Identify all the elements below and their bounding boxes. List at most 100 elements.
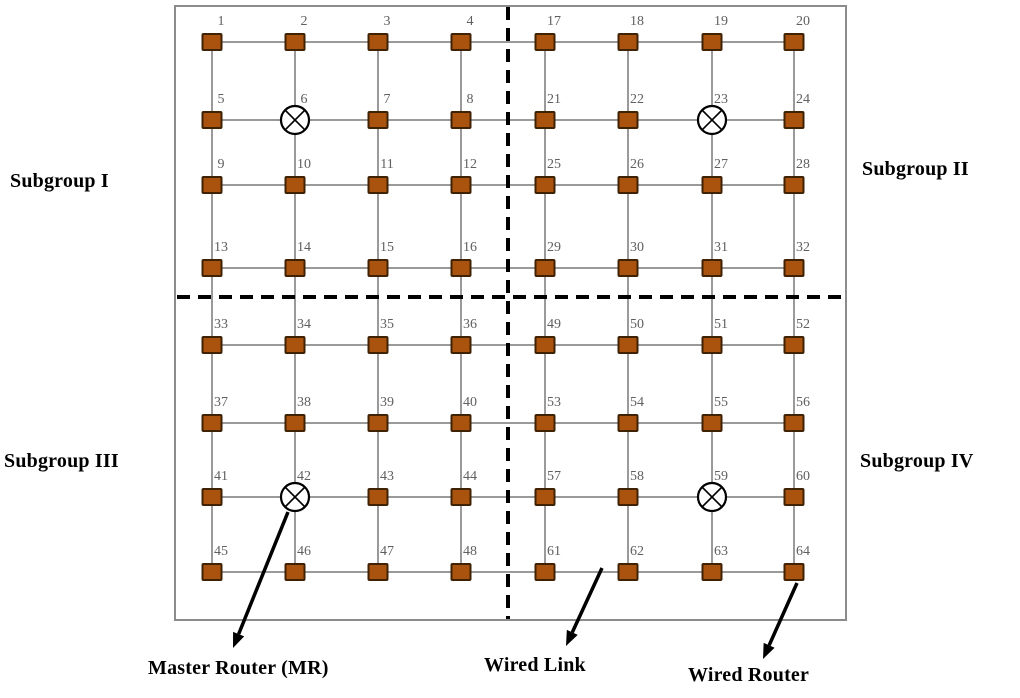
wired-router-node-43: 43 xyxy=(367,469,394,506)
wired-router-node-30: 30 xyxy=(617,240,644,277)
node-number: 39 xyxy=(380,395,394,410)
wired-router-node-62: 62 xyxy=(617,544,644,581)
node-number: 8 xyxy=(467,92,474,107)
outer-boundary xyxy=(174,5,847,621)
wired-router-node-56: 56 xyxy=(783,395,810,432)
node-number: 61 xyxy=(547,544,561,559)
node-number: 49 xyxy=(547,317,561,332)
node-number: 60 xyxy=(796,469,810,484)
wired-router-node-36: 36 xyxy=(450,317,477,354)
wired-router-node-34: 34 xyxy=(284,317,311,354)
node-number: 62 xyxy=(630,544,644,559)
wired-router-node-13: 13 xyxy=(201,240,228,277)
node-number: 27 xyxy=(714,157,728,172)
node-number: 51 xyxy=(714,317,728,332)
wired-router-node-57: 57 xyxy=(534,469,561,506)
wired-router-node-15: 15 xyxy=(367,240,394,277)
wired-router-node-19: 19 xyxy=(701,14,728,51)
wired-router-node-63: 63 xyxy=(701,544,728,581)
wired-router-node-4: 4 xyxy=(450,14,474,51)
wired-router-node-28: 28 xyxy=(783,157,810,194)
wired-router-node-64: 64 xyxy=(783,544,810,581)
wired-router-node-18: 18 xyxy=(617,14,644,51)
node-number: 43 xyxy=(380,469,394,484)
wired-router-node-31: 31 xyxy=(701,240,728,277)
wired-router-node-27: 27 xyxy=(701,157,728,194)
master-router-arrow xyxy=(233,511,290,648)
wired-router-node-11: 11 xyxy=(367,157,394,194)
wired-router-node-3: 3 xyxy=(367,14,391,51)
node-number: 36 xyxy=(463,317,477,332)
node-number: 63 xyxy=(714,544,728,559)
node-number: 10 xyxy=(297,157,311,172)
wired-router-node-33: 33 xyxy=(201,317,228,354)
wired-router-arrow xyxy=(763,582,799,659)
node-number: 5 xyxy=(218,92,225,107)
wired-router-node-25: 25 xyxy=(534,157,561,194)
node-number: 54 xyxy=(630,395,644,410)
wired-router-node-22: 22 xyxy=(617,92,644,129)
wired-router-node-37: 37 xyxy=(201,395,228,432)
node-number: 57 xyxy=(547,469,561,484)
node-number: 41 xyxy=(214,469,228,484)
wired-link-arrow xyxy=(566,567,604,646)
node-number: 35 xyxy=(380,317,394,332)
legend-wired-router-label: Wired Router xyxy=(688,664,810,686)
wired-router-node-49: 49 xyxy=(534,317,561,354)
wired-router-node-39: 39 xyxy=(367,395,394,432)
master-router-node-59: 59 xyxy=(696,469,728,513)
node-number: 37 xyxy=(214,395,228,410)
node-number: 40 xyxy=(463,395,477,410)
wired-router-node-2: 2 xyxy=(284,14,308,51)
node-number: 32 xyxy=(796,240,810,255)
node-number: 18 xyxy=(630,14,644,29)
subgroup-i-label: Subgroup I xyxy=(10,170,109,192)
node-number: 3 xyxy=(384,14,391,29)
wired-router-node-55: 55 xyxy=(701,395,728,432)
node-number: 55 xyxy=(714,395,728,410)
subgroup-ii-label: Subgroup II xyxy=(862,158,969,180)
legend-wired-link-label: Wired Link xyxy=(484,654,586,676)
master-router-node-23: 23 xyxy=(696,92,728,136)
master-router-node-6: 6 xyxy=(279,92,311,136)
node-number: 24 xyxy=(796,92,810,107)
node-number: 14 xyxy=(297,240,311,255)
node-number: 42 xyxy=(297,469,311,484)
subgroup-iv-label: Subgroup IV xyxy=(860,450,974,472)
wired-router-node-60: 60 xyxy=(783,469,810,506)
wired-router-node-53: 53 xyxy=(534,395,561,432)
node-number: 31 xyxy=(714,240,728,255)
wired-router-node-50: 50 xyxy=(617,317,644,354)
wired-router-node-7: 7 xyxy=(367,92,391,129)
wired-router-node-54: 54 xyxy=(617,395,644,432)
node-number: 25 xyxy=(547,157,561,172)
wired-router-node-44: 44 xyxy=(450,469,477,506)
wired-router-node-9: 9 xyxy=(201,157,225,194)
node-number: 50 xyxy=(630,317,644,332)
node-number: 33 xyxy=(214,317,228,332)
node-number: 52 xyxy=(796,317,810,332)
wired-router-node-14: 14 xyxy=(284,240,311,277)
wired-router-node-45: 45 xyxy=(201,544,228,581)
wired-router-node-47: 47 xyxy=(367,544,394,581)
node-number: 38 xyxy=(297,395,311,410)
wired-router-node-52: 52 xyxy=(783,317,810,354)
wired-router-node-26: 26 xyxy=(617,157,644,194)
wired-router-node-21: 21 xyxy=(534,92,561,129)
wired-router-node-38: 38 xyxy=(284,395,311,432)
wired-router-node-17: 17 xyxy=(534,14,561,51)
wired-router-node-24: 24 xyxy=(783,92,810,129)
node-number: 45 xyxy=(214,544,228,559)
wired-router-node-51: 51 xyxy=(701,317,728,354)
wired-router-node-12: 12 xyxy=(450,157,477,194)
node-number: 12 xyxy=(463,157,477,172)
wired-router-node-32: 32 xyxy=(783,240,810,277)
node-number: 6 xyxy=(301,92,308,107)
wired-router-node-46: 46 xyxy=(284,544,311,581)
wired-router-node-48: 48 xyxy=(450,544,477,581)
node-number: 4 xyxy=(467,14,474,29)
wired-router-node-10: 10 xyxy=(284,157,311,194)
node-number: 28 xyxy=(796,157,810,172)
